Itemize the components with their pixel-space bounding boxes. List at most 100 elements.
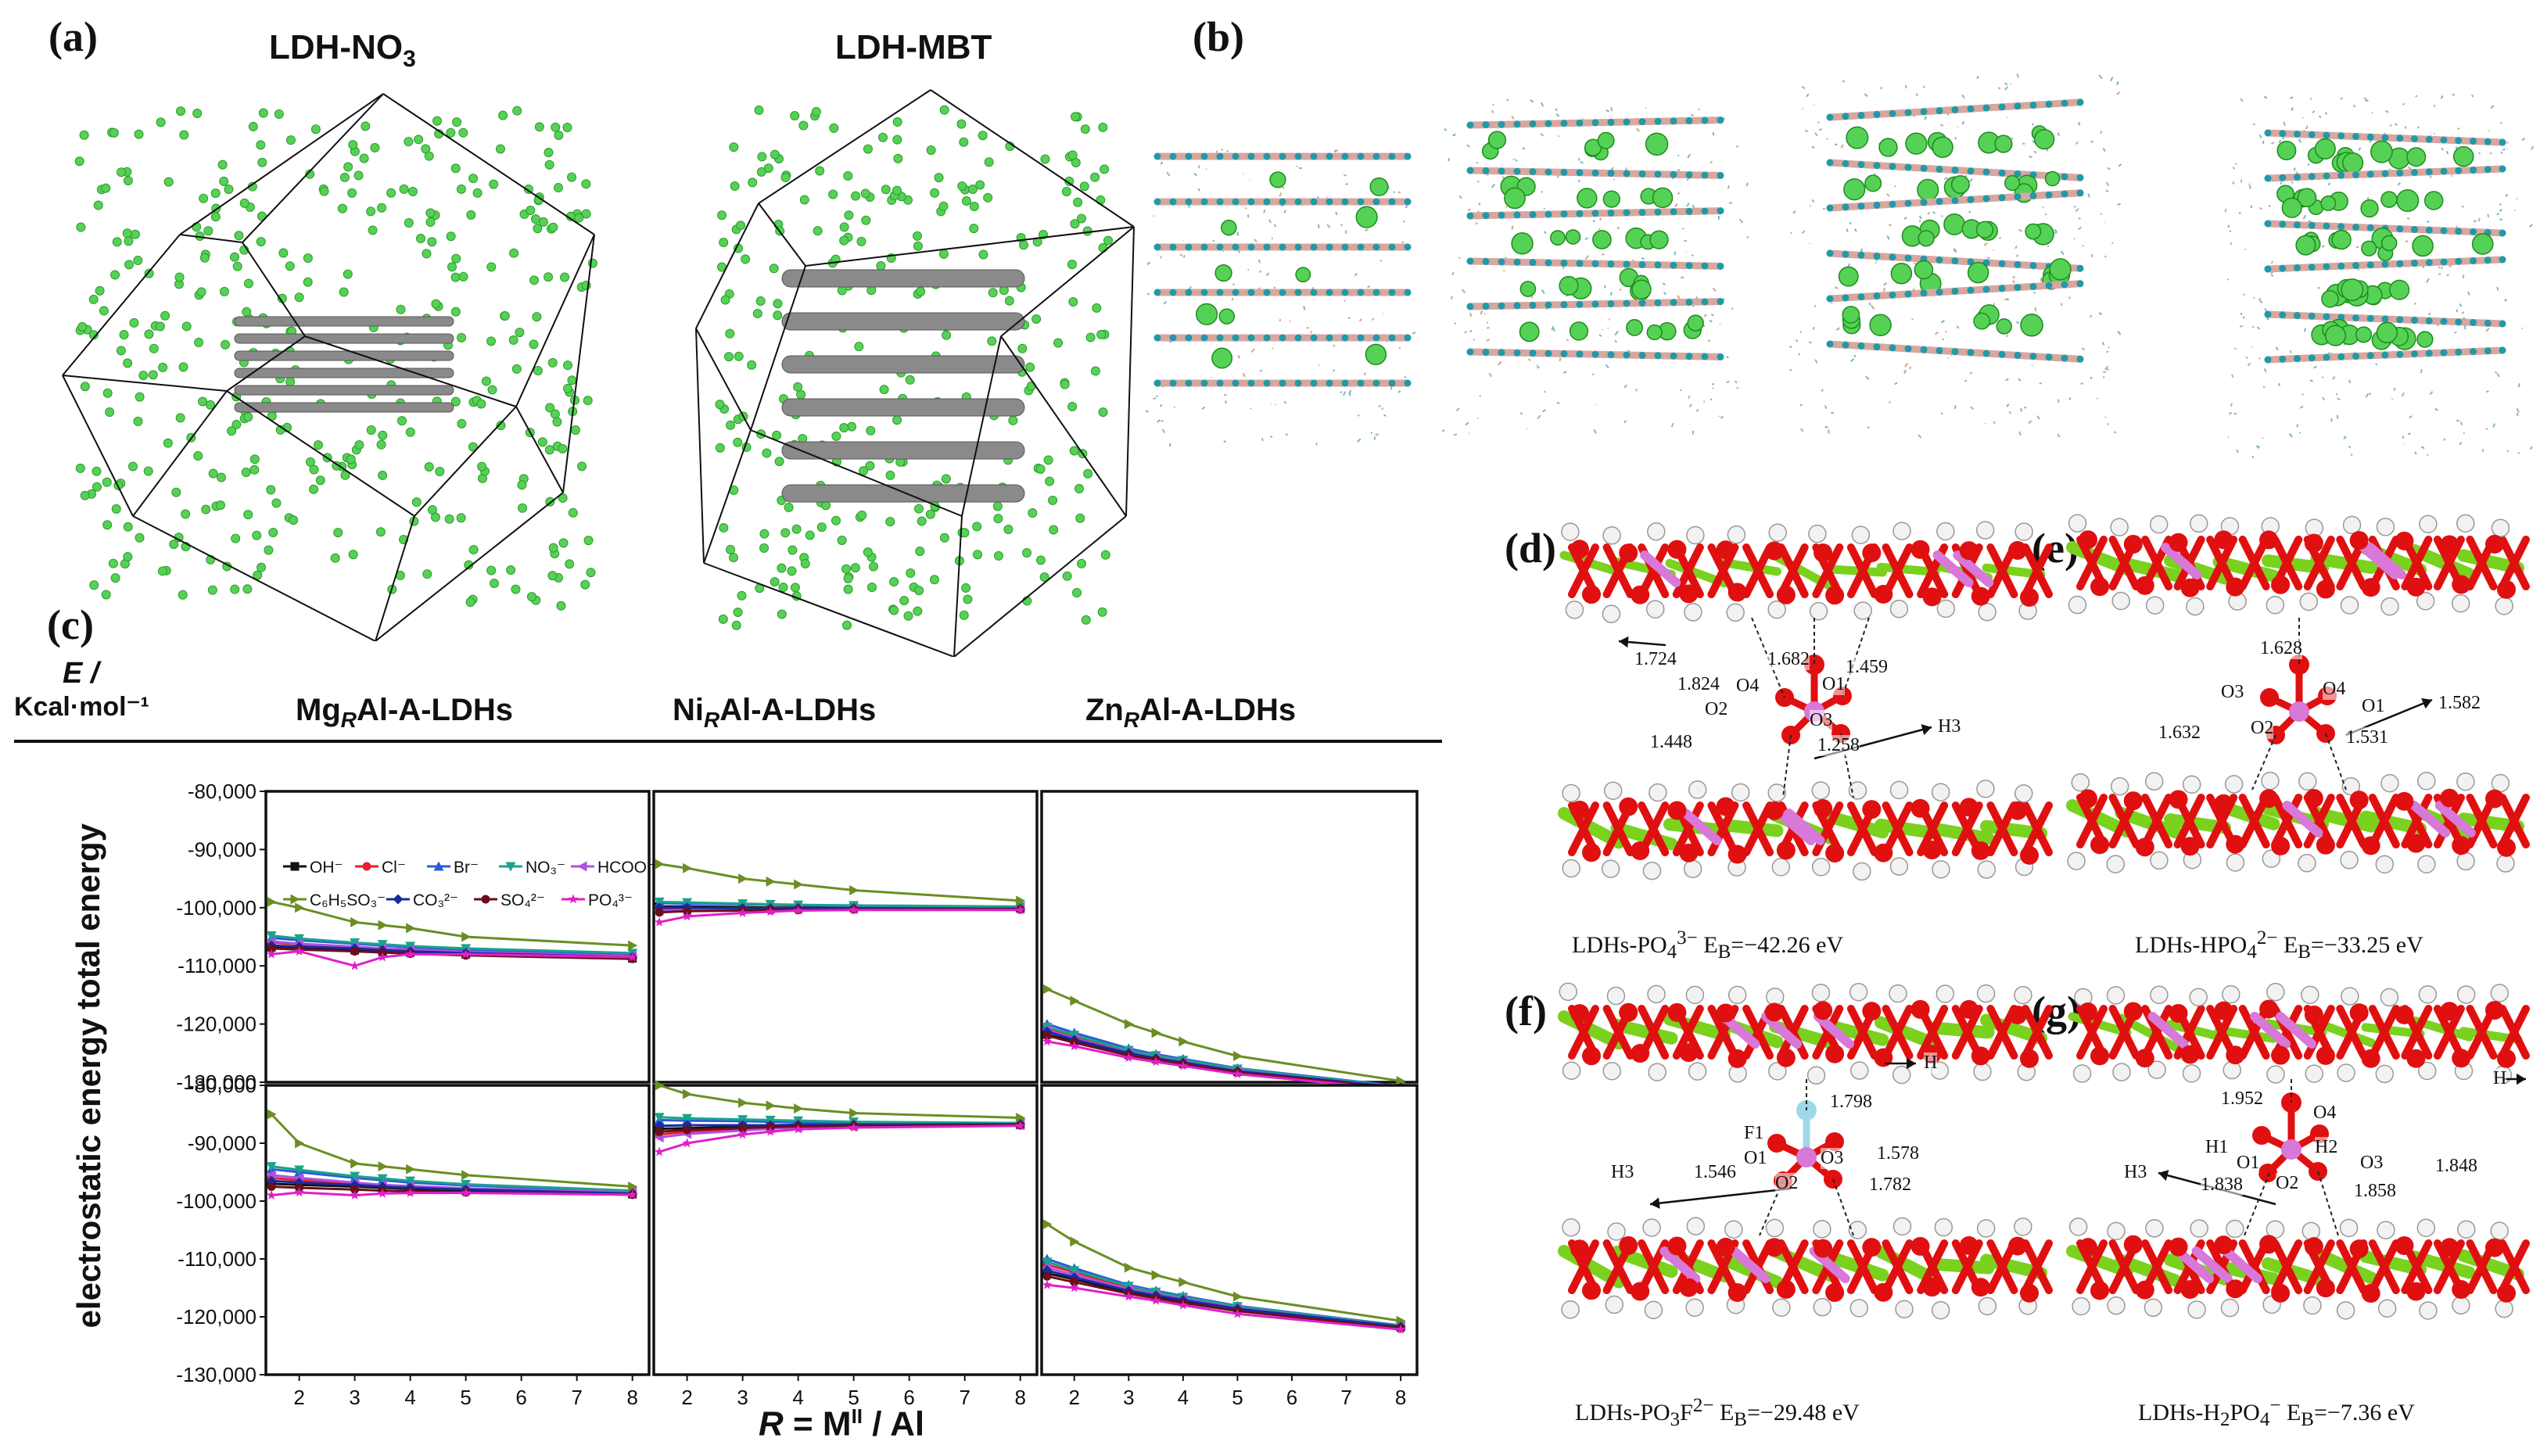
surface-atom (1654, 299, 1662, 307)
hydrogen-atom (2144, 772, 2164, 791)
surface-atom (2308, 131, 2316, 138)
hydrogen-atom (2301, 985, 2319, 1004)
ion-sphere (500, 311, 510, 321)
surface-atom (2411, 169, 2418, 176)
caption-e-eb: B (2298, 941, 2311, 963)
surface-atom (2470, 138, 2477, 145)
solvent-molecule (1559, 357, 1562, 362)
panel-frame (652, 790, 1039, 1084)
solvent-molecule (2409, 415, 2413, 419)
interlayer-ion (1218, 308, 1236, 325)
ion-sphere (294, 292, 304, 303)
hydrogen-atom (1892, 1217, 1912, 1236)
surface-atom (1169, 152, 1177, 160)
solvent-molecule (2446, 274, 2450, 277)
surface-atom (2455, 257, 2463, 265)
interlayer-ion (2380, 191, 2398, 208)
hydrogen-atom (1809, 601, 1828, 621)
surface-atom (1826, 249, 1834, 257)
ion-sphere (731, 620, 741, 630)
solvent-molecule (1455, 407, 1460, 412)
y-tick-label: -120,000 (176, 1305, 257, 1329)
oxygen-atom (2440, 1238, 2459, 1257)
ion-sphere (89, 580, 99, 590)
surface-atom (1623, 118, 1631, 126)
ion-sphere (969, 201, 979, 211)
surface-atom (2308, 354, 2316, 362)
ion-sphere (969, 224, 979, 234)
surface-atom (2045, 191, 2053, 199)
x-tick-label: 2 (293, 1386, 304, 1408)
oxygen-atom (2440, 788, 2459, 808)
ion-sphere (468, 442, 478, 452)
solvent-molecule (1911, 318, 1914, 321)
surface-atom (1842, 113, 1849, 120)
solvent-molecule (2239, 325, 2244, 328)
ion-sphere (1098, 242, 1108, 253)
ldh-layer (234, 385, 454, 396)
data-point (766, 1100, 776, 1111)
ion-sphere (866, 425, 876, 436)
ion-sphere (111, 504, 121, 514)
legend-label: NO₃⁻ (526, 859, 565, 877)
surface-atom (1701, 262, 1709, 270)
o-bond (1672, 802, 1704, 856)
surface-atom (1341, 289, 1349, 296)
oxygen-atom (1727, 1282, 1747, 1302)
hydrogen-atom (2261, 771, 2280, 791)
anion-oxygen (2289, 654, 2309, 675)
ion-sphere (865, 461, 875, 471)
ion-sphere (486, 262, 497, 272)
ion-sphere (847, 421, 857, 432)
data-point (1150, 1056, 1161, 1067)
interlayer-ion (2380, 235, 2398, 252)
ion-sphere (893, 153, 903, 163)
solvent-molecule (1940, 320, 1945, 324)
ion-sphere (730, 181, 740, 192)
oxygen-atom (2259, 1235, 2279, 1254)
box-edge (695, 203, 759, 329)
hydrogen-atom (1642, 1218, 1661, 1237)
ion-sphere (957, 181, 967, 191)
ion-sphere (752, 308, 762, 318)
ion-sphere (375, 527, 386, 537)
ion-sphere (122, 228, 132, 238)
oxygen-atom (2169, 790, 2188, 809)
ion-sphere (1085, 332, 1096, 342)
ion-sphere (841, 620, 852, 630)
surface-atom (1247, 152, 1255, 160)
ion-sphere (258, 108, 268, 118)
x-tick-label: 8 (1395, 1386, 1406, 1408)
solvent-molecule (1883, 287, 1885, 292)
solvent-molecule (1354, 272, 1358, 277)
surface-atom (2499, 256, 2506, 264)
o-bond (2022, 1005, 2053, 1060)
surface-atom (2264, 129, 2272, 137)
solvent-molecule (1964, 379, 1968, 382)
surface-atom (1513, 120, 1521, 128)
surface-atom (2323, 172, 2330, 180)
solvent-molecule (2318, 115, 2322, 119)
hydrogen-atom (1975, 521, 1995, 540)
ion-sphere (725, 328, 735, 339)
surface-atom (1998, 194, 2006, 202)
surface-atom (1935, 107, 1943, 115)
surface-atom (1623, 299, 1631, 307)
surface-atom (2484, 166, 2492, 174)
o-bond (2206, 536, 2238, 590)
surface-atom (1263, 379, 1271, 387)
ion-sphere (446, 231, 456, 242)
hydrogen-atom (1726, 603, 1745, 622)
o-bond (2499, 536, 2530, 590)
legend-label: SO₄²⁻ (500, 891, 545, 909)
interlayer-ion (1597, 131, 1615, 149)
surface-atom (2484, 138, 2492, 145)
panel-label-b: (b) (1193, 13, 1244, 60)
oxygen-atom (1764, 541, 1784, 561)
surface-atom (2425, 168, 2433, 176)
structure-label: 1.848 (2435, 1156, 2477, 1177)
solvent-molecule (1953, 405, 1957, 410)
caption-e: LDHs-HPO42− EB=−33.25 eV (2135, 927, 2423, 963)
surface-atom (1404, 289, 1412, 296)
surface-atom (2352, 262, 2359, 269)
